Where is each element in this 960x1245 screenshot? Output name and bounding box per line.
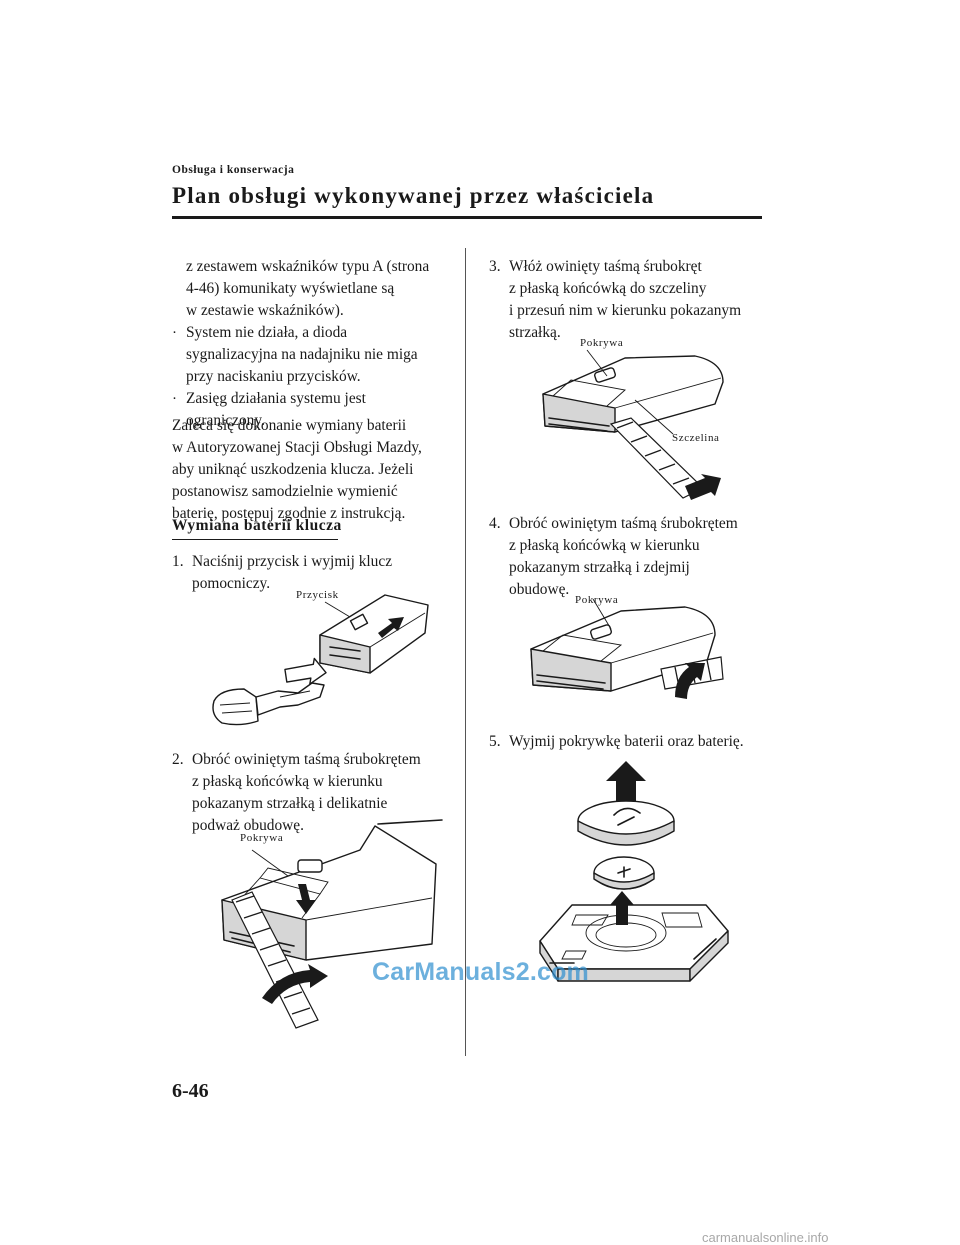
list-item: · System nie działa, a dioda sygnalizacy… <box>172 324 418 385</box>
list-item: · Zasięg działania systemu jest ogranicz… <box>172 390 366 429</box>
column-divider <box>465 248 466 1056</box>
step-number: 3. <box>489 258 501 275</box>
page-number: 6-46 <box>172 1080 209 1102</box>
section-label: Obsługa i konserwacja <box>172 164 295 176</box>
battery-removal-illustration <box>539 761 729 982</box>
remove-case-illustration <box>530 598 724 699</box>
watermark-text: CarManuals2.com <box>372 958 589 986</box>
title-rule <box>172 216 762 219</box>
bullet-mark: · <box>172 391 177 407</box>
pry-case-illustration <box>221 819 443 1029</box>
bullet-list: · System nie działa, a dioda sygnalizacy… <box>172 322 418 432</box>
key-release-illustration <box>212 594 429 726</box>
page-title: Plan obsługi wykonywanej przez właścicie… <box>172 183 655 208</box>
callout-button: Przycisk <box>296 589 339 601</box>
step-number: 2. <box>172 751 184 768</box>
callout-slot: Szczelina <box>672 432 720 444</box>
subheading-rule <box>172 539 338 540</box>
callout-cover: Pokrywa <box>240 832 284 844</box>
step-number: 5. <box>489 733 501 750</box>
callout-cover: Pokrywa <box>580 337 624 349</box>
step-4: 4. Obróć owiniętym taśmą śrubokrętem z p… <box>489 515 738 598</box>
recommendation-paragraph: Zaleca się dokonanie wymiany baterii w A… <box>172 417 422 522</box>
intro-continuation: z zestawem wskaźników typu A (strona 4-4… <box>186 258 430 319</box>
step-number: 1. <box>172 553 184 570</box>
insert-screwdriver-illustration <box>542 349 724 500</box>
step-5: 5. Wyjmij pokrywkę baterii oraz baterię. <box>489 731 744 753</box>
footer-watermark: carmanualsonline.info <box>702 1230 829 1245</box>
step-number: 4. <box>489 515 501 532</box>
step-1: 1. Naciśnij przycisk i wyjmij klucz pomo… <box>172 553 393 592</box>
callout-cover: Pokrywa <box>575 594 619 606</box>
bullet-mark: · <box>172 325 177 341</box>
step-2: 2. Obróć owiniętym taśmą śrubokrętem z p… <box>172 751 421 834</box>
subheading: Wymiana baterii klucza <box>172 517 342 534</box>
step-3: 3. Włóż owinięty taśmą śrubokręt z płask… <box>489 258 742 341</box>
